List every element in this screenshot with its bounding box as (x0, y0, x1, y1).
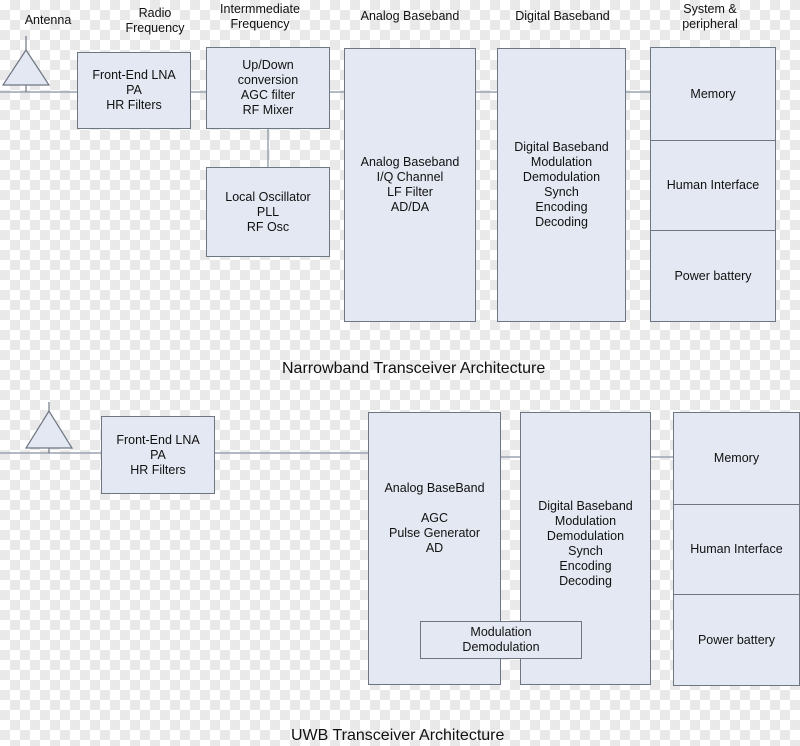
header-antenna: Antenna (24, 13, 72, 27)
nb-frontend-box: Front-End LNA PA HR Filters (77, 52, 191, 129)
nb-updown-box: Up/Down conversion AGC filter RF Mixer (206, 47, 330, 129)
uwb-antenna-icon (24, 409, 74, 449)
uwb-human-interface-box: Human Interface (673, 504, 800, 595)
antenna-icon (1, 48, 51, 86)
nb-memory-box: Memory (650, 47, 776, 141)
narrowband-title: Narrowband Transceiver Architecture (282, 360, 546, 377)
nb-analog-baseband-box: Analog Baseband I/Q Channel LF Filter AD… (344, 48, 476, 322)
header-intermediate-frequency: Intermmediate Frequency (220, 2, 300, 31)
nb-human-interface-box: Human Interface (650, 140, 776, 231)
header-analog-baseband: Analog Baseband (360, 9, 460, 23)
nb-digital-baseband-box: Digital Baseband Modulation Demodulation… (497, 48, 626, 322)
header-system-peripheral: System & peripheral (682, 2, 738, 31)
uwb-power-battery-box: Power battery (673, 594, 800, 686)
nb-local-oscillator-box: Local Oscillator PLL RF Osc (206, 167, 330, 257)
uwb-frontend-box: Front-End LNA PA HR Filters (101, 416, 215, 494)
uwb-title: UWB Transceiver Architecture (291, 727, 505, 744)
header-digital-baseband: Digital Baseband (515, 9, 610, 23)
uwb-memory-box: Memory (673, 412, 800, 505)
header-radio-frequency: Radio Frequency (125, 6, 185, 35)
uwb-modulation-box: Modulation Demodulation (420, 621, 582, 659)
nb-power-battery-box: Power battery (650, 230, 776, 322)
